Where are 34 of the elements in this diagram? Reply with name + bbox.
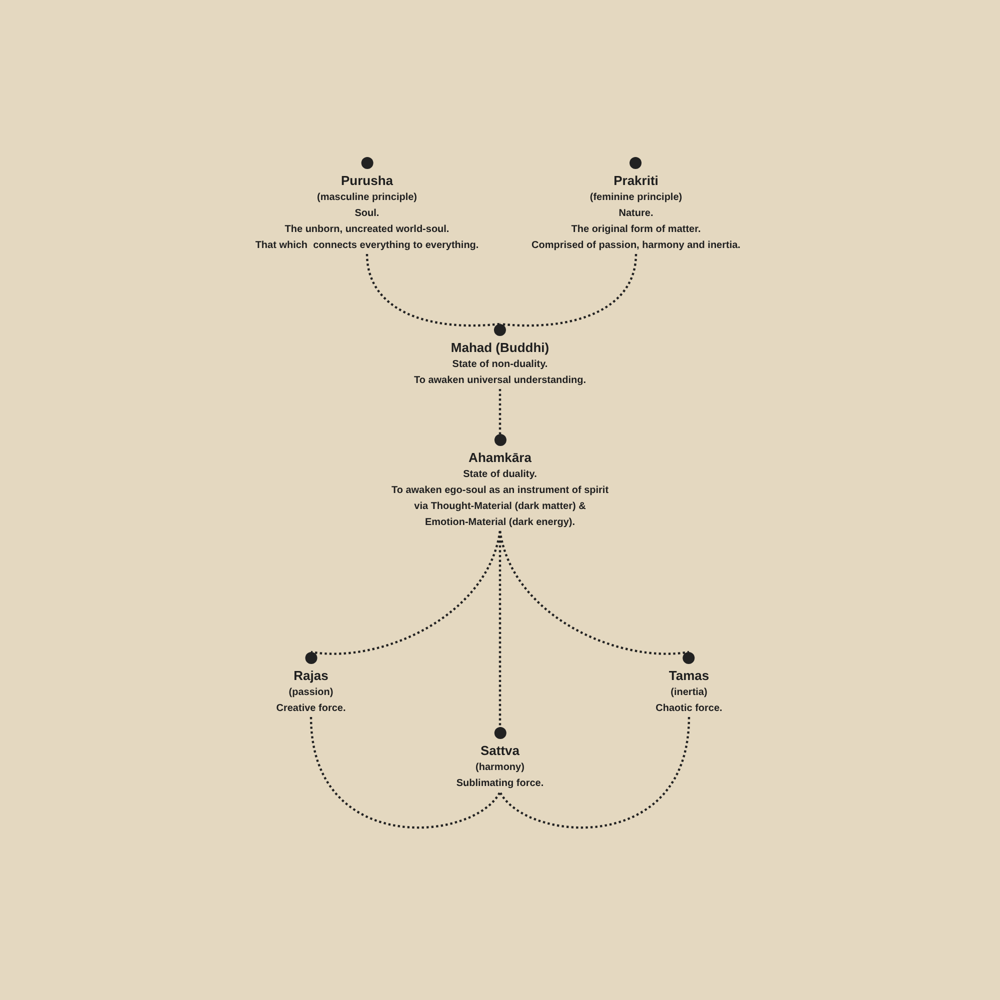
concept-description: Sublimating force. <box>456 777 544 791</box>
dotted-connector <box>310 716 501 829</box>
concept-title: Rajas <box>294 667 328 685</box>
concept-description: To awaken ego-soul as an instrument of spirit <box>391 484 609 498</box>
concept-description: (masculine principle) <box>316 191 418 205</box>
concept-title: Prakriti <box>614 172 658 190</box>
concept-description: State of duality. <box>463 468 537 482</box>
concept-description: Chaotic force. <box>656 702 722 716</box>
concept-description: The original form of matter. <box>571 223 701 237</box>
concept-title: Sattva <box>480 742 520 760</box>
concept-description: That which connects everything to everything. <box>255 239 479 253</box>
concept-description: via Thought-Material (dark matter) & <box>414 500 586 514</box>
concept-description: (passion) <box>288 686 334 700</box>
concept-title: Purusha <box>340 172 393 190</box>
concept-description: Creative force. <box>276 702 346 716</box>
dotted-connector <box>310 530 502 655</box>
concept-title: Ahamkāra <box>468 449 532 467</box>
dotted-connector <box>498 530 690 655</box>
concept-description: Comprised of passion, harmony and inertia. <box>532 239 740 253</box>
concept-description: State of non-duality. <box>452 358 548 372</box>
concept-description: (harmony) <box>476 761 524 775</box>
dotted-connector <box>498 389 502 434</box>
dotted-connector <box>499 716 690 829</box>
dotted-connector <box>500 254 638 326</box>
concept-description: (feminine principle) <box>590 191 682 205</box>
concept-title: Mahad (Buddhi) <box>450 339 550 357</box>
concept-description: Soul. <box>354 207 380 221</box>
concept-description: (inertia) <box>670 686 708 700</box>
concept-description: The unborn, uncreated world-soul. <box>284 223 450 237</box>
concept-description: Emotion-Material (dark energy). <box>424 516 575 530</box>
concept-description: Nature. <box>618 207 654 221</box>
concept-title: Tamas <box>668 667 710 685</box>
concept-description: To awaken universal understanding. <box>414 374 586 388</box>
dotted-connector <box>366 254 500 326</box>
